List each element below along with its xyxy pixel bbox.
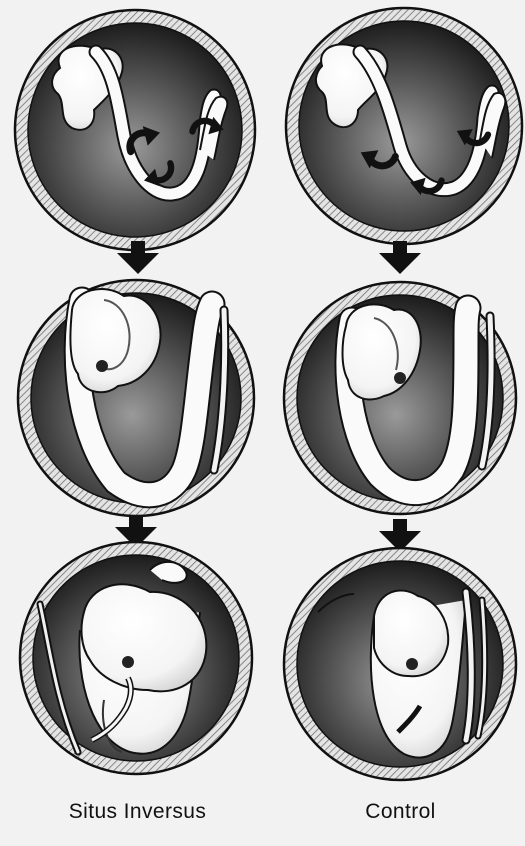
- embryo-control-middle: [284, 282, 516, 514]
- down-arrow-icon: [379, 241, 421, 274]
- caption-situs-inversus: Situs Inversus: [40, 800, 235, 824]
- caption-control: Control: [298, 800, 503, 824]
- embryo-situs-inversus-early: [15, 10, 255, 250]
- embryo-situs-inversus-late: [20, 542, 252, 774]
- embryo-control-early: [286, 8, 522, 244]
- embryo-control-late: [284, 548, 516, 780]
- embryo-situs-inversus-middle: [18, 280, 254, 516]
